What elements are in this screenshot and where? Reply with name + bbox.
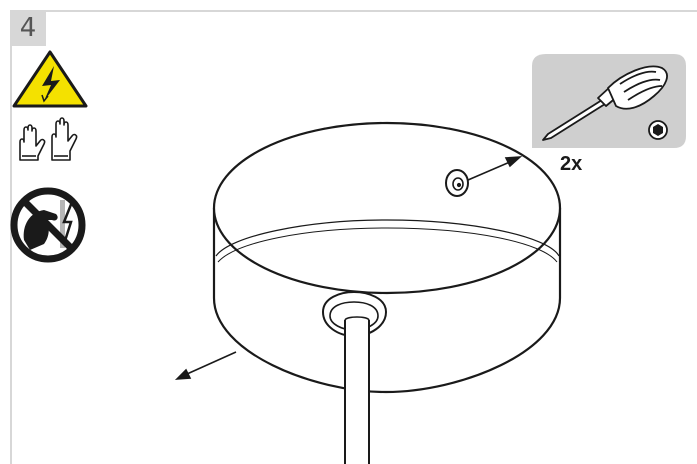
hex-bit-icon	[648, 120, 668, 140]
screwdriver-icon	[542, 65, 668, 141]
cable	[344, 316, 370, 464]
ceiling-canopy	[212, 121, 562, 394]
tool-quantity: 2x	[560, 153, 583, 175]
frame	[10, 10, 697, 464]
gloves-icon	[19, 117, 78, 161]
step-number: 4	[10, 10, 46, 46]
remove-screw-arrow	[467, 156, 523, 181]
electric-hazard-icon	[12, 50, 88, 108]
side-screw	[445, 169, 469, 197]
cable-grommet	[321, 290, 388, 338]
tool-panel	[532, 54, 686, 148]
no-touch-live-wires-icon	[10, 187, 86, 263]
remove-canopy-arrow	[174, 351, 237, 380]
